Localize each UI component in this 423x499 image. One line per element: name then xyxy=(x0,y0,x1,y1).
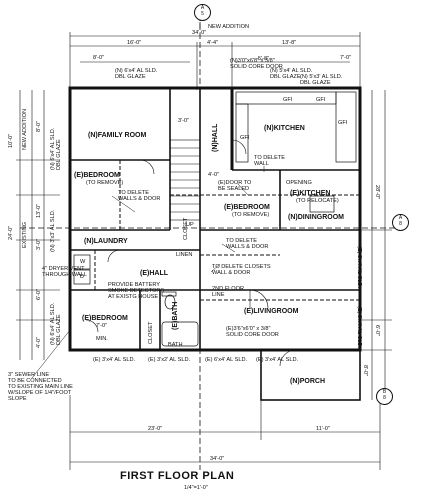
gfi-4: GFI xyxy=(240,135,250,141)
dim-top-34: 34'-0" xyxy=(192,30,207,36)
dim-left-6: 6'-0" xyxy=(36,288,42,300)
note-battery-detectors: PROVIDE BATTERY SMOKE DETECTORS AT EXIST… xyxy=(108,282,165,300)
dim-left-13: 13'-0" xyxy=(36,203,42,218)
note-door-sealed: (E)DOOR TO BE SEALED xyxy=(218,180,252,192)
porch-outline xyxy=(260,349,361,401)
dryer: D xyxy=(80,274,85,280)
room-kitchen-e: (E)KITCHEN xyxy=(290,190,331,197)
stair xyxy=(169,139,201,221)
dim-top-8: 8'-0" xyxy=(93,55,105,61)
window-left-upper: (N) 6'x4' AL SLD. DBL GLAZE xyxy=(50,127,62,170)
room-bedroom-sw-dim: 7'-0" xyxy=(96,323,108,329)
window-top-right-2: (N) 5'x3' AL SLD. DBL GLAZE xyxy=(300,74,343,86)
room-diningroom: (N)DININGROOM xyxy=(288,214,344,221)
dim-left-3: 3'-0" xyxy=(36,238,42,250)
room-family-room: (N)FAMILY ROOM xyxy=(88,132,147,139)
room-bedroom-remove: (E)BEDROOM xyxy=(74,172,120,179)
window-top-mid: (N)3'0"x6'8" x 3/8" SOLID CORE DOOR xyxy=(230,58,283,70)
room-bedroom-mid-sub: (TO REMOVE) xyxy=(232,212,270,218)
gfi-2: GFI xyxy=(316,97,326,103)
dim-left-4: 4'-0" xyxy=(36,336,42,348)
dim-top-13-8: 13'-8" xyxy=(282,40,297,46)
washer: W xyxy=(80,259,86,265)
dim-bottom-34: 34'-0" xyxy=(210,456,225,462)
dim-bottom-11: 11'-0" xyxy=(316,426,330,432)
window-bottom-1: (E) 3'x4' AL SLD. xyxy=(93,357,136,363)
window-left-mid: (N) 3'x3' AL SLD. xyxy=(50,209,56,252)
note-floor-line: 2ND FLOOR LINE xyxy=(212,286,245,298)
room-kitchen-e-sub: (TO RELOCATE) xyxy=(296,198,339,204)
note-existing-left: EXISTING xyxy=(22,221,28,248)
window-bottom-4: (E) 3'x4' AL SLD. xyxy=(256,357,299,363)
dim-top-3: 3'-0" xyxy=(178,118,190,124)
room-bedroom-mid: (E)BEDROOM xyxy=(224,204,270,211)
note-new-addition-top: NEW ADDITION xyxy=(208,24,250,30)
note-sewer: 3" SEWER LINE TO BE CONNECTED TO EXISTIN… xyxy=(8,372,73,402)
window-left-lower: (N) 6'x4' AL SLD. DBL GLAZE xyxy=(50,302,62,345)
room-hall-n: (N)HALL xyxy=(212,123,219,152)
note-delete-wall: TO DELETE WALL xyxy=(254,155,285,167)
window-right-2: (E) 3'x4' AL SLD. xyxy=(356,306,362,349)
linen: LINEN xyxy=(176,252,193,258)
dim-right-6: 6'-0" xyxy=(374,325,380,337)
room-hall-e: (E)HALL xyxy=(140,270,168,277)
stair-up: UP xyxy=(186,222,194,228)
exterior-wall-main xyxy=(68,86,362,352)
window-bottom-3: (E) 6'x4' AL SLD. xyxy=(205,357,248,363)
room-livingroom: (E)LIVINGROOM xyxy=(244,308,299,315)
dim-top-4-4: 4'-4" xyxy=(207,40,219,46)
note-new-addition-left: NEW ADDITION xyxy=(22,108,28,150)
dim-top-4: 4'-0" xyxy=(208,172,220,178)
plan-scale: 1/4"=1'-0" xyxy=(184,485,208,491)
note-delete-closets: TO DELETE CLOSETS WALL & DOOR xyxy=(212,264,271,276)
window-top-left: (N) 6'x4' AL SLD. DBL GLAZE xyxy=(115,68,158,80)
note-opening: OPENING xyxy=(286,180,312,186)
window-right-1: (E) 3'x4' AL SLD. xyxy=(356,246,362,289)
bath-label: BATH xyxy=(168,342,183,348)
room-bedroom-remove-sub: (TO REMOVE) xyxy=(86,180,124,186)
room-laundry: (N)LAUNDRY xyxy=(84,238,128,245)
window-bottom-2: (E) 3'x2' AL SLD. xyxy=(148,357,191,363)
window-top-right: (N) 5'x4' AL SLD. DBL GLAZE xyxy=(270,68,313,80)
dim-left-8: 8'-0" xyxy=(36,120,42,132)
dim-top-5-8: 5'-8" xyxy=(258,56,270,62)
note-door-existing: (E)3'6"x6'0" x 3/8" SOLID CORE DOOR xyxy=(226,326,279,338)
dim-right-8: 8'-0" xyxy=(362,365,368,377)
gfi-3: GFI xyxy=(338,120,348,126)
note-min: MIN. xyxy=(96,336,108,342)
note-delete-walls-1: TO DELETE WALLS & DOOR xyxy=(118,190,161,202)
note-dryer-vent: 4" DRYER VENT THROUGH WALL xyxy=(42,266,87,278)
kitchen-counters xyxy=(235,91,357,213)
gfi-1: GFI xyxy=(283,97,293,103)
dim-right-28: 28'-0" xyxy=(374,185,380,200)
room-bath: (E)BATH xyxy=(172,301,179,330)
note-delete-walls-2: TO DELETE WALLS & DOOR xyxy=(226,238,269,250)
closet-2: CLOSET xyxy=(148,321,154,344)
dim-left-24: 24'-0" xyxy=(8,225,14,240)
dim-top-7: 7'-0" xyxy=(340,55,352,61)
dim-top-16: 16'-0" xyxy=(127,40,142,46)
room-porch: (N)PORCH xyxy=(290,378,325,385)
bath-fixtures xyxy=(161,291,199,347)
closet-1: CLOSET xyxy=(183,217,189,240)
plan-title: FIRST FLOOR PLAN xyxy=(120,470,235,482)
room-bedroom-sw: (E)BEDROOM xyxy=(82,315,128,322)
dim-bottom-23: 23'-0" xyxy=(148,426,163,432)
room-kitchen: (N)KITCHEN xyxy=(264,125,305,132)
dim-left-10: 10'-0" xyxy=(8,133,14,148)
